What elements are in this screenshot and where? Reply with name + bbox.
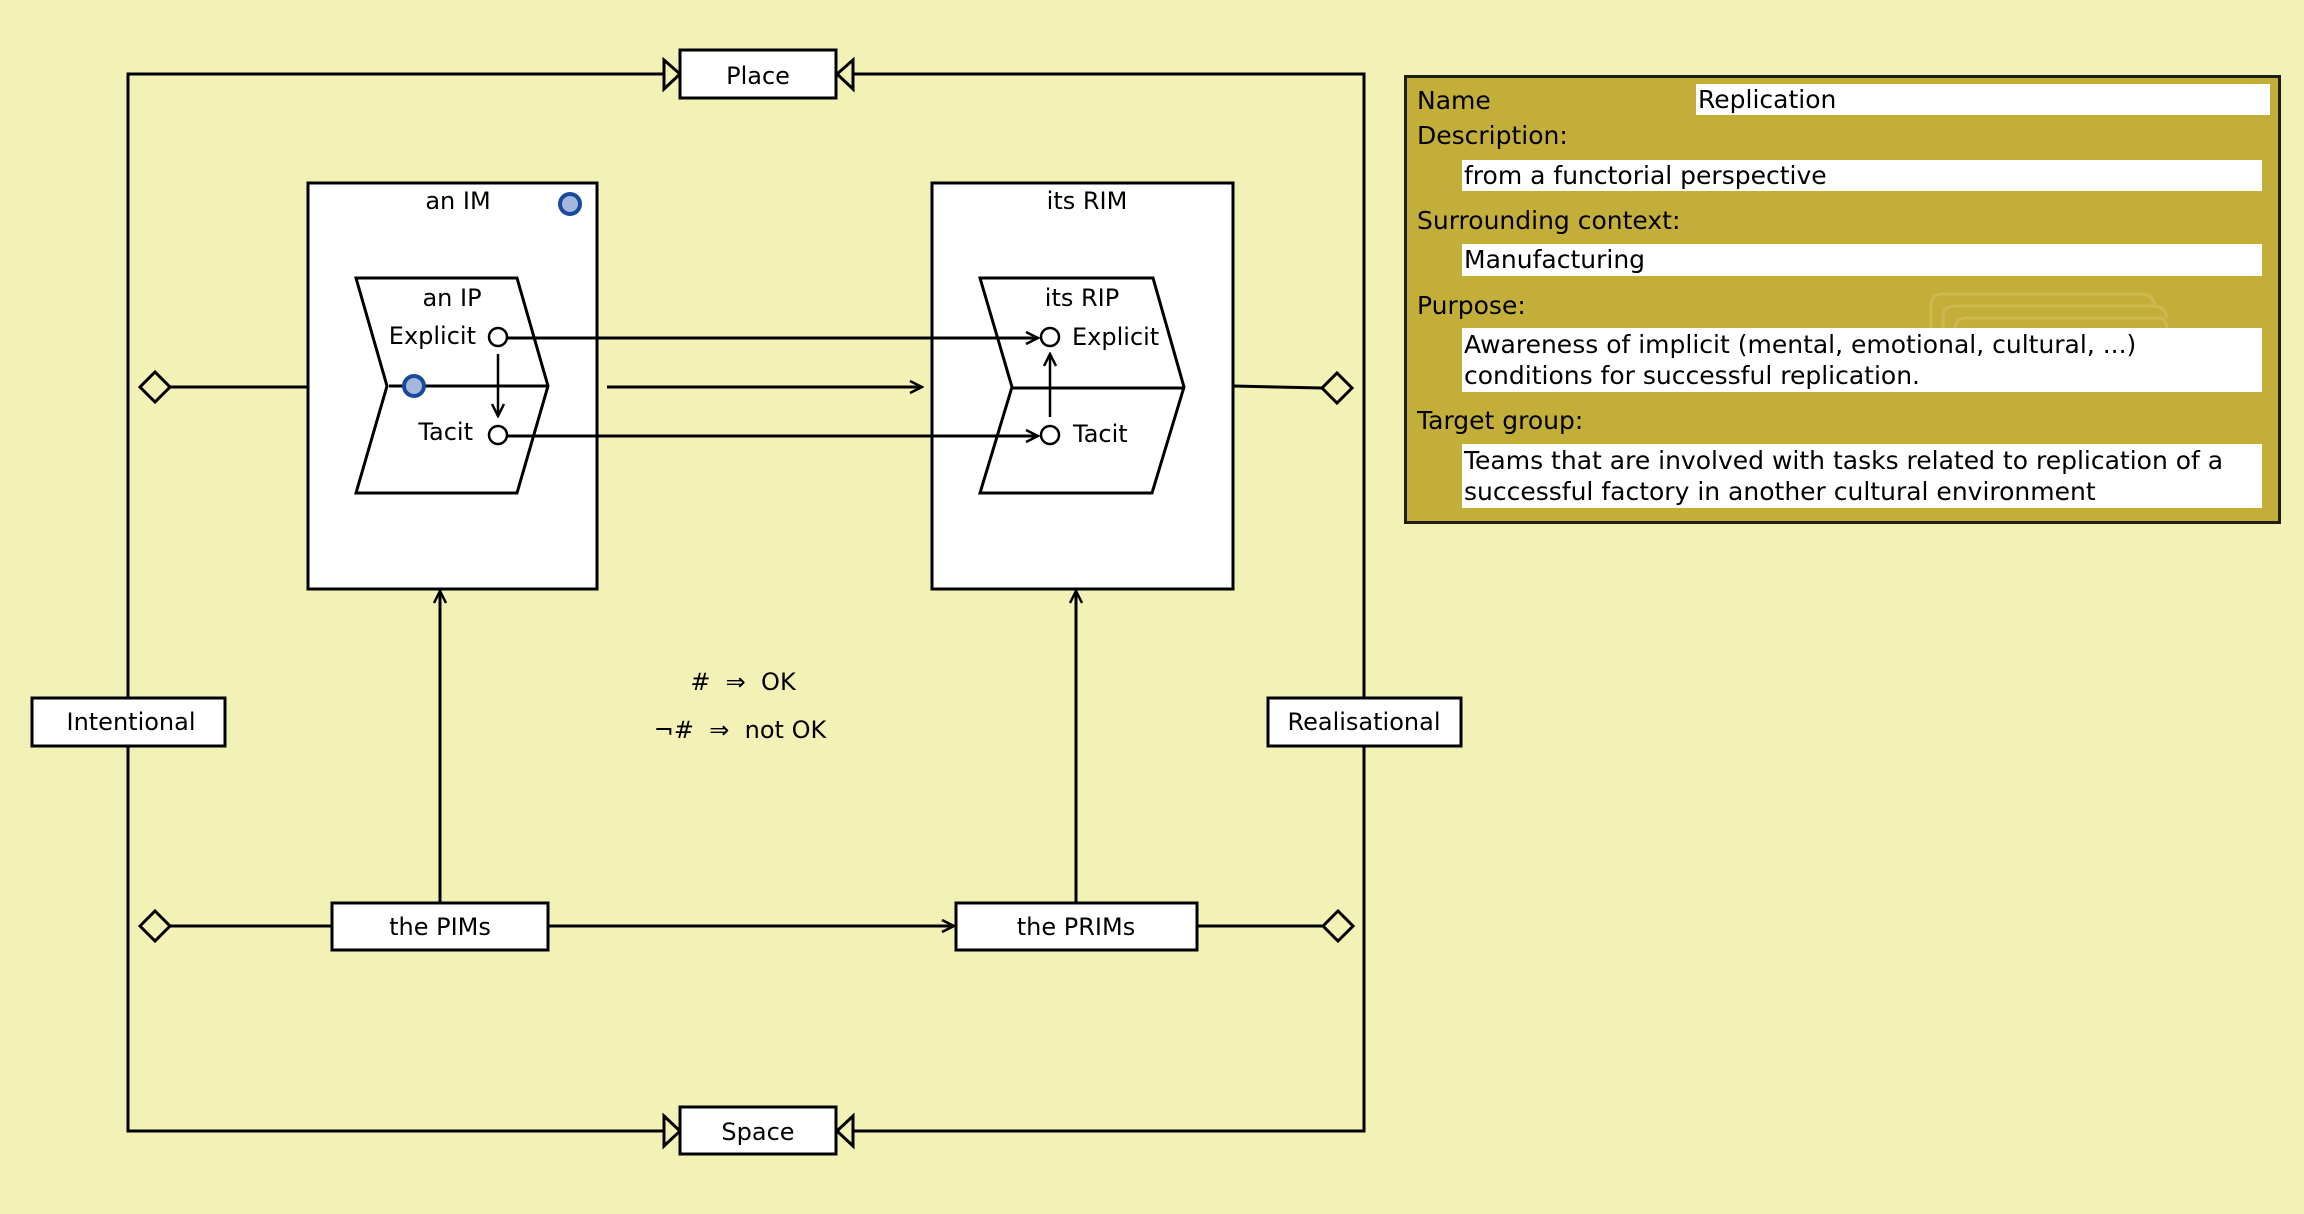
explicit-port-icon[interactable]: [487, 326, 509, 348]
tacit-port-icon[interactable]: [1039, 424, 1061, 446]
frame-line-top-left: [126, 72, 663, 698]
aggregation-line-rim: [1232, 384, 1323, 390]
im-title: an IM: [425, 187, 490, 215]
space-box[interactable]: Space: [678, 1105, 838, 1156]
ip-title: an IP: [422, 284, 481, 312]
rip-title: its RIP: [1045, 284, 1119, 312]
ip-tacit-label: Tacit: [417, 418, 473, 446]
intentional-label: Intentional: [66, 708, 195, 736]
legend-ok: # ⇒ OK: [690, 668, 797, 696]
diamond-icon: [1320, 908, 1356, 944]
pims-label: the PIMs: [389, 913, 491, 941]
diamond-icon: [1319, 370, 1355, 406]
im-box[interactable]: an IM an IP Explicit Tacit: [306, 181, 599, 591]
rip-tacit-label: Tacit: [1072, 420, 1128, 448]
intentional-box[interactable]: Intentional: [30, 696, 227, 748]
legend-not-ok: ¬# ⇒ not OK: [654, 716, 828, 744]
description-label: Description:: [1417, 121, 1568, 150]
triangle-head-icon: [662, 56, 683, 93]
marker-dot-icon[interactable]: [558, 192, 582, 216]
realisational-label: Realisational: [1288, 708, 1441, 736]
realisational-box[interactable]: Realisational: [1266, 696, 1463, 748]
name-label: Name: [1417, 86, 1491, 115]
tacit-port-icon[interactable]: [487, 424, 509, 446]
prims-box[interactable]: the PRIMs: [954, 901, 1199, 952]
triangle-head-icon: [834, 1112, 855, 1150]
triangle-head-icon: [662, 1112, 683, 1150]
triangle-head-icon: [834, 56, 855, 93]
rim-box[interactable]: its RIM its RIP Explicit Tacit: [930, 181, 1235, 591]
context-field[interactable]: Manufacturing: [1462, 244, 2262, 276]
purpose-label: Purpose:: [1417, 291, 1526, 320]
frame-line-bottom-left: [126, 747, 663, 1133]
diamond-icon: [137, 908, 173, 944]
name-field[interactable]: Replication: [1696, 84, 2270, 115]
rim-title: its RIM: [1047, 187, 1128, 215]
explicit-port-icon[interactable]: [1039, 326, 1061, 348]
ip-explicit-label: Explicit: [389, 322, 476, 350]
properties-panel: Name Replication Description: from a fun…: [1404, 75, 2281, 524]
context-label: Surrounding context:: [1417, 206, 1681, 235]
purpose-field[interactable]: Awareness of implicit (mental, emotional…: [1462, 328, 2262, 392]
target-group-label: Target group:: [1417, 406, 1584, 435]
description-field[interactable]: from a functorial perspective: [1462, 160, 2262, 191]
diamond-icon: [137, 369, 173, 405]
space-label: Space: [721, 1118, 794, 1146]
rip-explicit-label: Explicit: [1072, 323, 1159, 351]
place-box[interactable]: Place: [678, 48, 838, 100]
marker-dot-icon[interactable]: [402, 374, 426, 398]
prims-label: the PRIMs: [1017, 913, 1135, 941]
frame-line-bottom-right: [854, 746, 1366, 1133]
pims-box[interactable]: the PIMs: [330, 901, 550, 952]
target-group-field[interactable]: Teams that are involved with tasks relat…: [1462, 444, 2262, 508]
outer-frame: [126, 72, 1366, 1133]
frame-line-top-right: [854, 72, 1366, 698]
place-label: Place: [726, 62, 790, 90]
